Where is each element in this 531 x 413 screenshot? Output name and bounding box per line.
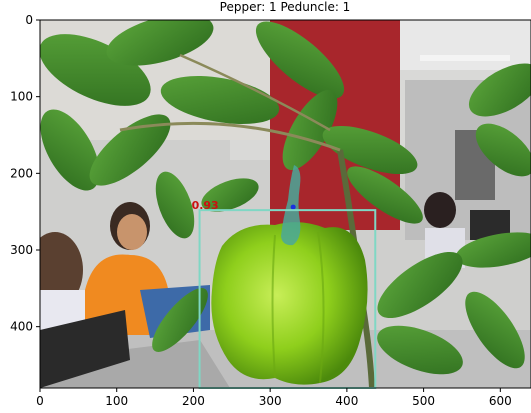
laptop-left: [40, 310, 130, 388]
x-axis: 0 100 200 300 400 500 600: [36, 388, 512, 408]
y-tick-label: 0: [25, 13, 33, 27]
y-axis: 0 100 200 300 400: [10, 13, 40, 334]
pepper-detection-score: 0.93: [192, 199, 219, 212]
y-tick-label: 400: [10, 320, 33, 334]
x-tick-label: 600: [489, 394, 512, 408]
x-tick-label: 400: [335, 394, 358, 408]
peduncle-mask: [281, 165, 301, 246]
y-tick-label: 300: [10, 243, 33, 257]
pepper-fruit: [211, 222, 368, 385]
peduncle-keypoint: [290, 204, 296, 210]
x-tick-label: 200: [182, 394, 205, 408]
photo-scene: [40, 20, 531, 388]
x-tick-label: 0: [36, 394, 44, 408]
y-tick-label: 100: [10, 90, 33, 104]
x-tick-label: 300: [259, 394, 282, 408]
plot-title: Pepper: 1 Peduncle: 1: [220, 0, 351, 14]
person-right: [424, 192, 456, 228]
plot-frame: [39, 19, 531, 389]
x-tick-label: 500: [412, 394, 435, 408]
y-tick-label: 200: [10, 166, 33, 180]
person-left: [40, 232, 83, 308]
x-tick-label: 100: [105, 394, 128, 408]
